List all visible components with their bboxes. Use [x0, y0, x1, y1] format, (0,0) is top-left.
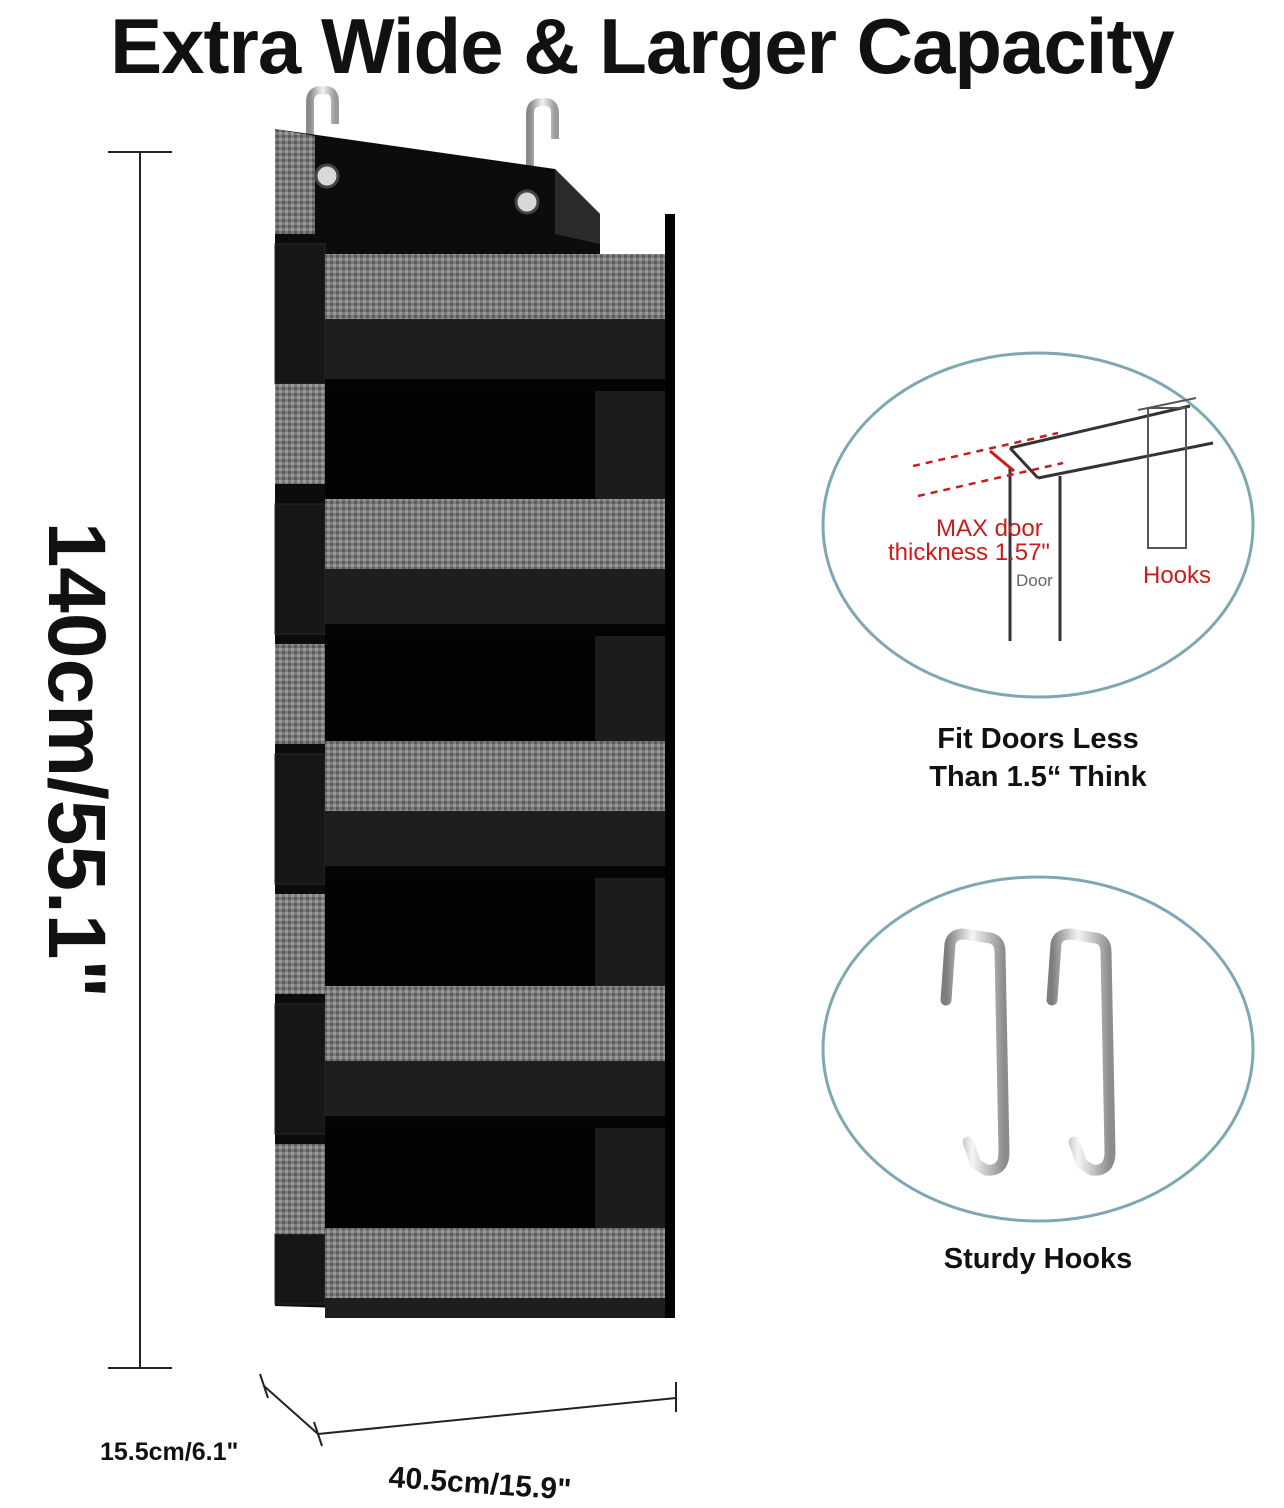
door-thickness-diagram: MAX door thickness 1.57" Door Hooks: [821, 351, 1255, 699]
height-label: 140cm/55.1": [31, 521, 122, 999]
max-thickness-label-2: thickness 1.57": [888, 539, 1050, 566]
depth-label: 15.5cm/6.1": [100, 1438, 239, 1466]
hook-icon: [1046, 928, 1116, 1176]
sturdy-hooks-caption: Sturdy Hooks: [943, 1243, 1133, 1275]
headline: Extra Wide & Larger Capacity: [110, 2, 1175, 90]
top-hooks: [306, 86, 559, 169]
hanging-organizer-image: [274, 86, 675, 1318]
side-mesh-pockets: [274, 243, 326, 1305]
door-fit-caption-line-1: Fit Doors Less: [937, 723, 1139, 755]
grommet-icon: [514, 189, 540, 215]
grommet-icon: [314, 163, 340, 189]
sturdy-hooks-detail: [821, 875, 1255, 1223]
hooks-label: Hooks: [1143, 562, 1211, 589]
hooks-circle-border: [821, 875, 1255, 1223]
thickness-measure-lines: [912, 431, 1064, 498]
base-dimension-lines: [259, 1373, 677, 1447]
hook-icon: [940, 928, 1010, 1176]
diagram-circle-border: [821, 351, 1255, 699]
door-label: Door: [1016, 571, 1053, 590]
max-thickness-label-1: MAX door: [936, 515, 1043, 542]
door-fit-caption-line-2: Than 1.5“ Think: [929, 761, 1147, 793]
shelf-front-panels: [325, 214, 675, 1318]
door-fit-caption: Fit Doors Less Than 1.5“ Think: [848, 720, 1228, 796]
height-dimension-line: [108, 151, 172, 1369]
door-outline: [1008, 397, 1214, 641]
